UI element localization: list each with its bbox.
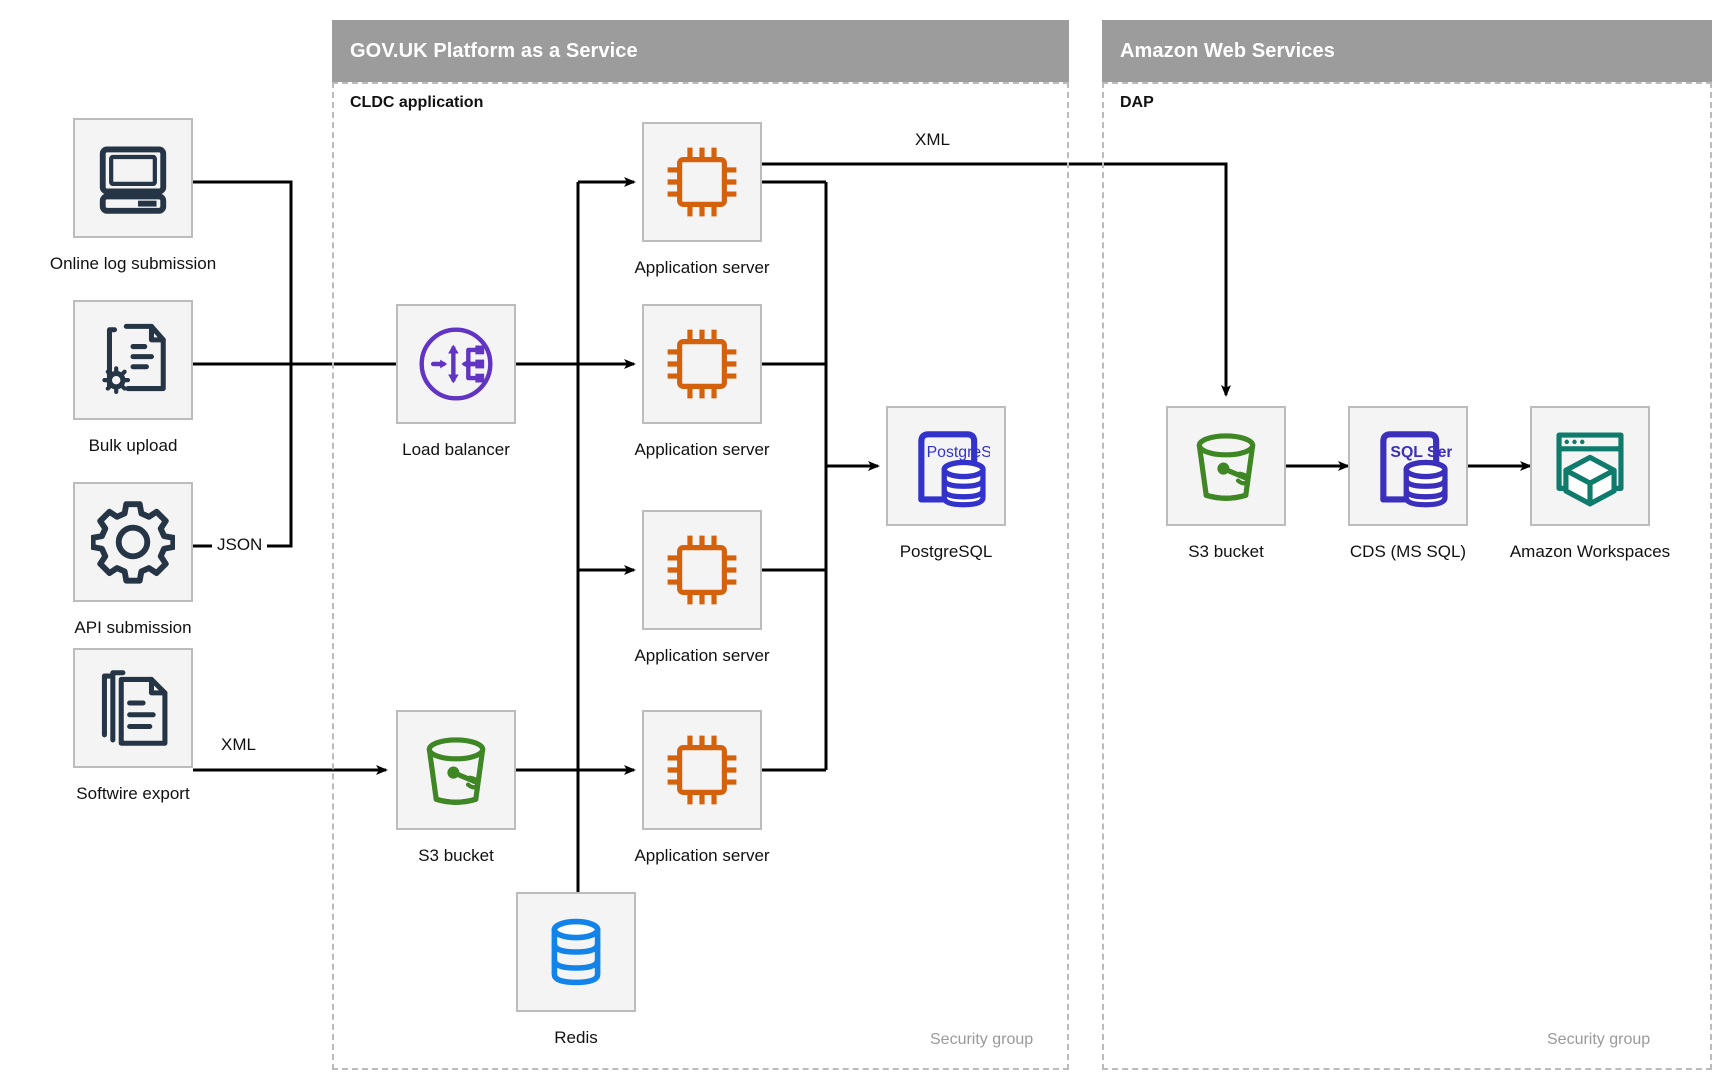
node-amazon-workspaces[interactable]	[1530, 406, 1650, 526]
node-online-log-submission[interactable]	[73, 118, 193, 238]
svg-text:PostgreSQL: PostgreSQL	[927, 444, 990, 461]
label-load-balancer: Load balancer	[402, 440, 510, 459]
node-app-server-1[interactable]	[642, 122, 762, 242]
svg-text:SQL Server: SQL Server	[1390, 444, 1452, 461]
subtitle-dap: DAP	[1120, 94, 1154, 111]
node-app-server-3[interactable]	[642, 510, 762, 630]
node-load-balancer[interactable]	[396, 304, 516, 424]
label-softwire-export: Softwire export	[76, 784, 190, 803]
cpu-chip-icon	[642, 510, 762, 630]
label-cds-ms-sql: CDS (MS SQL)	[1349, 542, 1467, 561]
subtitle-cldc-application: CLDC application	[350, 94, 484, 111]
node-bulk-upload[interactable]	[73, 300, 193, 420]
sql-server-database-icon: SQL Server	[1348, 406, 1468, 526]
node-s3-bucket-aws[interactable]	[1166, 406, 1286, 526]
redis-database-icon	[516, 892, 636, 1012]
label-api-submission: API submission	[74, 618, 192, 637]
node-redis[interactable]	[516, 892, 636, 1012]
label-app-server-3: Application server	[634, 646, 770, 665]
cpu-chip-icon	[642, 304, 762, 424]
cpu-chip-icon	[642, 122, 762, 242]
node-app-server-2[interactable]	[642, 304, 762, 424]
s3-bucket-icon	[396, 710, 516, 830]
node-s3-bucket-paas[interactable]	[396, 710, 516, 830]
s3-bucket-icon	[1166, 406, 1286, 526]
node-softwire-export[interactable]	[73, 648, 193, 768]
edge-label-xml-softwire: XML	[216, 735, 261, 755]
amazon-workspaces-icon	[1530, 406, 1650, 526]
node-app-server-4[interactable]	[642, 710, 762, 830]
label-app-server-4: Application server	[634, 846, 770, 865]
label-postgresql: PostgreSQL	[899, 542, 993, 561]
label-amazon-workspaces: Amazon Workspaces	[1509, 542, 1671, 561]
label-s3-bucket-paas: S3 bucket	[418, 846, 494, 865]
security-group-label-aws: Security group	[1547, 1031, 1651, 1048]
label-app-server-2: Application server	[634, 440, 770, 459]
cpu-chip-icon	[642, 710, 762, 830]
document-stack-icon	[73, 648, 193, 768]
postgresql-database-icon: PostgreSQL	[886, 406, 1006, 526]
group-header-aws: Amazon Web Services	[1102, 20, 1712, 82]
node-api-submission[interactable]	[73, 482, 193, 602]
desktop-computer-icon	[73, 118, 193, 238]
node-postgresql[interactable]: PostgreSQL	[886, 406, 1006, 526]
group-title-aws: Amazon Web Services	[1120, 39, 1335, 62]
label-online-log-submission: Online log submission	[49, 254, 217, 273]
gear-icon	[73, 482, 193, 602]
label-s3-bucket-aws: S3 bucket	[1188, 542, 1264, 561]
edge-label-json: JSON	[212, 535, 268, 555]
label-bulk-upload: Bulk upload	[88, 436, 178, 455]
document-gear-icon	[73, 300, 193, 420]
security-group-paas	[332, 82, 1069, 1070]
label-redis: Redis	[554, 1028, 598, 1047]
edge-label-xml-to-s3: XML	[910, 130, 955, 150]
node-cds-ms-sql[interactable]: SQL Server	[1348, 406, 1468, 526]
group-header-paas: GOV.UK Platform as a Service	[332, 20, 1069, 82]
load-balancer-icon	[396, 304, 516, 424]
label-app-server-1: Application server	[634, 258, 770, 277]
group-title-paas: GOV.UK Platform as a Service	[350, 39, 638, 62]
security-group-label-paas: Security group	[930, 1031, 1034, 1048]
security-group-aws	[1102, 82, 1712, 1070]
